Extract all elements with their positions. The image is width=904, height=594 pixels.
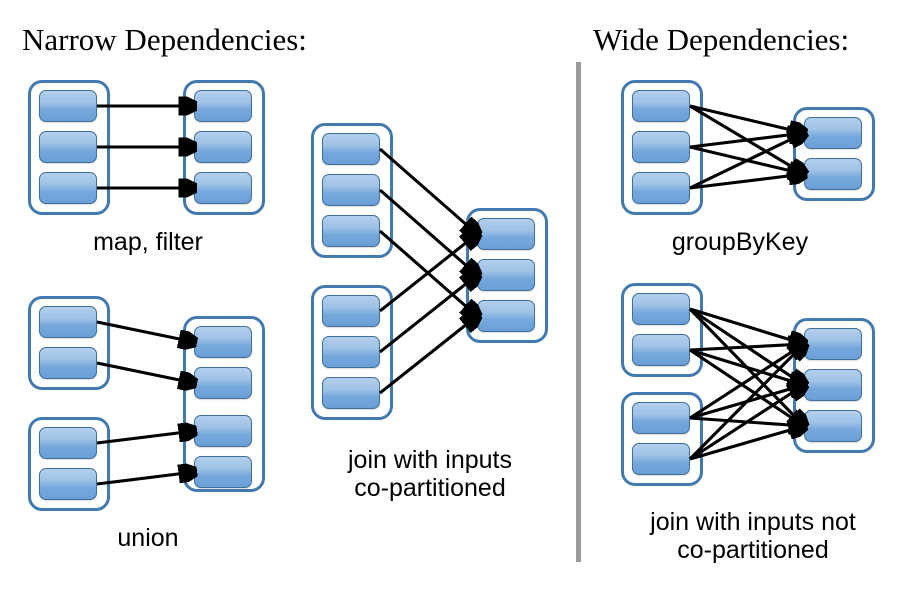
caption-join-copartitioned: join with inputs co-partitioned <box>348 446 512 502</box>
dependency-arrow <box>688 344 804 461</box>
partition-box[interactable] <box>39 90 97 122</box>
partition-box[interactable] <box>39 468 97 500</box>
dependency-arrow <box>378 229 477 316</box>
rdd-container-target[interactable] <box>466 208 548 343</box>
rdd-container-target[interactable] <box>183 316 265 492</box>
dependency-arrow <box>379 234 477 313</box>
dependency-arrow <box>689 348 804 385</box>
dependency-arrow <box>689 145 804 174</box>
partition-box[interactable] <box>804 369 862 401</box>
dependency-arrow <box>689 104 804 133</box>
rdd-container-source-b[interactable] <box>311 285 393 420</box>
dependency-arrow <box>378 188 477 275</box>
dependency-arrow <box>689 344 804 350</box>
dependency-arrow <box>689 385 804 420</box>
section-divider <box>576 62 581 562</box>
partition-box[interactable] <box>39 347 97 379</box>
partition-box[interactable] <box>804 158 862 190</box>
partition-box[interactable] <box>804 328 862 360</box>
partition-box[interactable] <box>632 402 690 434</box>
partition-box[interactable] <box>322 174 380 206</box>
caption-group-by-key: groupByKey <box>671 228 809 256</box>
dependency-arrow <box>689 426 804 461</box>
partition-box[interactable] <box>804 117 862 149</box>
partition-box[interactable] <box>477 300 535 332</box>
dependency-arrow <box>689 133 804 190</box>
dependency-arrow <box>689 104 804 174</box>
partition-box[interactable] <box>194 326 252 358</box>
dependency-arrow <box>379 275 477 354</box>
partition-box[interactable] <box>632 293 690 325</box>
partition-box[interactable] <box>804 410 862 442</box>
partition-box[interactable] <box>194 367 252 399</box>
partition-box[interactable] <box>194 131 252 163</box>
partition-box[interactable] <box>322 215 380 247</box>
dependency-arrow <box>689 418 804 426</box>
partition-box[interactable] <box>194 90 252 122</box>
dependency-arrow <box>96 472 194 486</box>
dependency-arrow <box>689 348 804 426</box>
dependency-arrow <box>96 431 194 445</box>
rdd-container-target[interactable] <box>793 107 875 201</box>
partition-box[interactable] <box>477 218 535 250</box>
dependency-arrow <box>688 307 804 426</box>
wide-dependencies-title: Wide Dependencies: <box>593 22 850 57</box>
partition-box[interactable] <box>632 131 690 163</box>
rdd-container-source[interactable] <box>621 80 703 215</box>
partition-box[interactable] <box>39 427 97 459</box>
partition-box[interactable] <box>322 133 380 165</box>
partition-box[interactable] <box>632 334 690 366</box>
partition-box[interactable] <box>39 131 97 163</box>
partition-box[interactable] <box>322 295 380 327</box>
partition-box[interactable] <box>194 415 252 447</box>
partition-box[interactable] <box>632 90 690 122</box>
partition-box[interactable] <box>194 172 252 204</box>
dependency-arrow <box>96 361 194 383</box>
caption-union: union <box>117 524 179 552</box>
dependency-arrow <box>96 320 194 342</box>
partition-box[interactable] <box>322 377 380 409</box>
partition-box[interactable] <box>39 172 97 204</box>
dependency-arrow <box>689 174 804 190</box>
rdd-container-target[interactable] <box>183 80 265 215</box>
partition-box[interactable] <box>194 456 252 488</box>
partition-box[interactable] <box>477 259 535 291</box>
dependency-arrow <box>689 133 804 149</box>
rdd-container-target[interactable] <box>793 318 875 453</box>
rdd-container-source-a[interactable] <box>28 296 110 390</box>
dependency-arrow <box>378 147 477 234</box>
narrow-dependencies-title: Narrow Dependencies: <box>22 22 307 57</box>
rdd-container-source-b[interactable] <box>621 392 703 486</box>
rdd-container-source-a[interactable] <box>621 283 703 377</box>
rdd-container-source[interactable] <box>28 80 110 215</box>
partition-box[interactable] <box>632 172 690 204</box>
dependency-arrow <box>689 307 804 344</box>
dependency-arrow <box>689 344 804 420</box>
partition-box[interactable] <box>632 443 690 475</box>
rdd-container-source-a[interactable] <box>311 123 393 258</box>
dependency-arrow <box>379 316 477 395</box>
dependency-arrow <box>689 307 804 385</box>
caption-join-not-copartitioned: join with inputs not co-partitioned <box>650 508 856 564</box>
dependency-arrow <box>689 385 804 461</box>
rdd-container-source-b[interactable] <box>28 417 110 511</box>
partition-box[interactable] <box>39 306 97 338</box>
partition-box[interactable] <box>322 336 380 368</box>
caption-map-filter: map, filter <box>93 228 203 256</box>
